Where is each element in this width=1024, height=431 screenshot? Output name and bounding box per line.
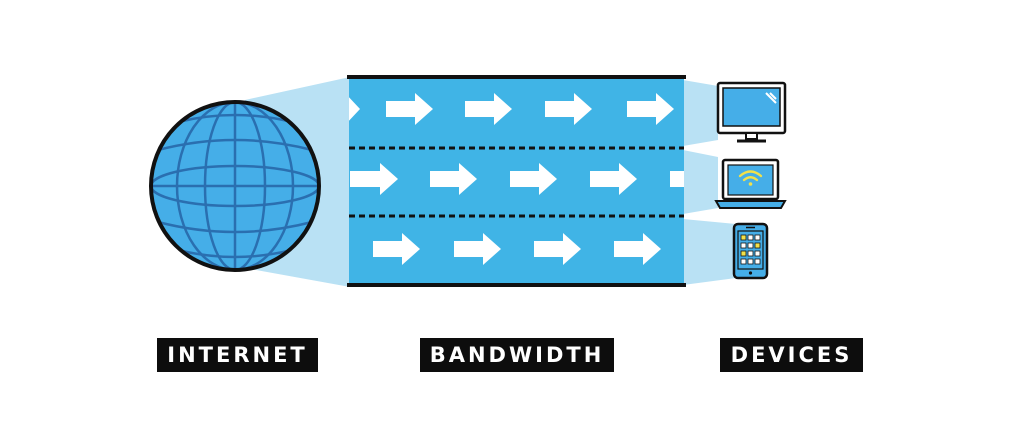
arrow-right-icon <box>614 233 661 265</box>
arrow-right-icon <box>350 163 398 195</box>
smartphone-icon <box>732 222 769 280</box>
device-beam-top <box>683 80 718 146</box>
arrow-right-icon <box>454 233 501 265</box>
bandwidth-label: BANDWIDTH <box>420 338 614 372</box>
arrow-right-icon <box>465 93 512 125</box>
arrow-right-icon <box>627 93 674 125</box>
flow-arrows <box>349 93 684 265</box>
globe-icon <box>149 100 321 272</box>
desktop-monitor-icon <box>716 81 787 143</box>
device-beam-middle <box>683 150 718 214</box>
wifi-icon <box>738 170 763 186</box>
arrow-right-icon <box>430 163 477 195</box>
arrow-right-icon <box>510 163 557 195</box>
arrow-right-icon <box>373 233 420 265</box>
devices-label: DEVICES <box>720 338 863 372</box>
internet-label: INTERNET <box>157 338 318 372</box>
arrow-right-icon <box>545 93 592 125</box>
device-beam-bottom <box>683 219 736 285</box>
arrow-right-icon <box>590 163 637 195</box>
arrow-right-icon <box>534 233 581 265</box>
arrow-right-icon <box>670 171 684 187</box>
app-grid-icon <box>740 234 761 265</box>
arrow-right-icon <box>349 97 360 121</box>
laptop-icon <box>714 158 787 209</box>
arrow-right-icon <box>386 93 433 125</box>
